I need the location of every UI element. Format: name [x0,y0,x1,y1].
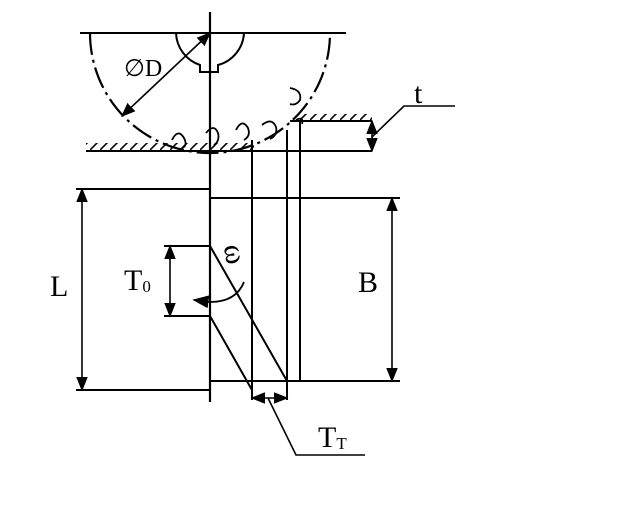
cutter-teeth [171,87,304,149]
depth-label: t [414,77,423,110]
step-surface-hatch [298,114,372,122]
tooth-edge-1 [209,245,288,382]
omega-arc [192,281,245,309]
tt-leader [267,397,365,456]
diameter-line [120,32,212,117]
tt-label: TT [318,421,347,454]
workpiece-surface-hatch [86,143,254,151]
length-label: L [50,270,68,303]
tooth-edge-2 [209,315,253,391]
depth-leader [371,105,455,138]
t0-label: T0 [124,264,151,297]
diameter-label: ∅D [124,56,162,82]
omega-label: ω [217,241,253,266]
breadth-label: B [358,266,378,299]
